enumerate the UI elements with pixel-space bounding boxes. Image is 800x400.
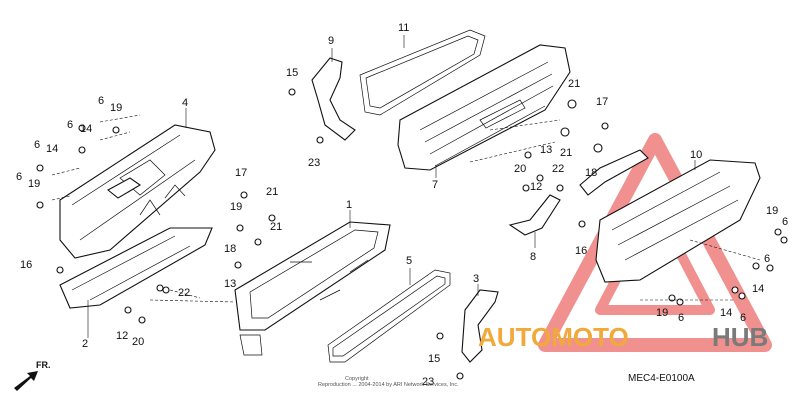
callout-labels: 4 6 19 6 14 6 14 6 19 16 22 12 20 2 17 2… xyxy=(16,22,788,388)
callout-16: 16 xyxy=(575,245,587,257)
callout-14: 14 xyxy=(46,143,58,155)
part-2-lower-cover-left xyxy=(59,227,213,309)
part-8-bracket xyxy=(508,149,649,236)
callout-23: 23 xyxy=(308,157,320,169)
leader-lines xyxy=(51,35,761,338)
callout-12: 12 xyxy=(530,181,542,193)
callout-19: 19 xyxy=(766,205,778,217)
watermark-auto-text: AUTOMOTO xyxy=(478,322,629,352)
callout-16: 16 xyxy=(20,259,32,271)
part-9-bracket xyxy=(311,57,356,141)
part-7-cylinder-head-cover-right xyxy=(397,44,571,171)
part-5-gasket xyxy=(327,269,451,363)
callout-19: 19 xyxy=(28,178,40,190)
callout-13: 13 xyxy=(540,144,552,156)
callout-6: 6 xyxy=(98,95,104,107)
callout-14: 14 xyxy=(752,283,764,295)
callout-17: 17 xyxy=(235,167,247,179)
callout-21: 21 xyxy=(266,186,278,198)
callout-18: 18 xyxy=(585,167,597,179)
callout-20: 20 xyxy=(514,163,526,175)
callout-23: 23 xyxy=(422,376,434,388)
callout-6: 6 xyxy=(34,139,40,151)
callout-9: 9 xyxy=(328,35,334,47)
callout-11: 11 xyxy=(398,22,409,34)
front-marker-label: FR. xyxy=(36,360,51,370)
callout-6: 6 xyxy=(740,312,746,324)
callout-17: 17 xyxy=(596,96,608,108)
callout-4: 4 xyxy=(182,97,188,109)
part-4-cylinder-head-cover-left xyxy=(59,124,216,259)
callout-6: 6 xyxy=(782,216,788,228)
callout-6: 6 xyxy=(678,312,684,324)
callout-19: 19 xyxy=(110,102,122,114)
callout-1: 1 xyxy=(346,199,352,211)
part-3-bracket xyxy=(461,289,499,363)
callout-6: 6 xyxy=(67,119,73,131)
callout-19: 19 xyxy=(656,307,668,319)
callout-6: 6 xyxy=(16,171,22,183)
callout-5: 5 xyxy=(406,255,412,267)
watermark-text: AUTOMOTO HUB xyxy=(478,322,768,352)
callout-21: 21 xyxy=(560,147,572,159)
callout-3: 3 xyxy=(473,273,479,285)
callout-13: 13 xyxy=(224,278,236,290)
callout-12: 12 xyxy=(116,330,128,342)
watermark-hub-text: HUB xyxy=(712,322,768,352)
callout-21: 21 xyxy=(270,221,282,233)
callout-19: 19 xyxy=(230,201,242,213)
front-direction-marker: FR. xyxy=(14,360,51,391)
part-11-gasket xyxy=(359,29,486,116)
callout-14: 14 xyxy=(80,123,92,135)
callout-10: 10 xyxy=(690,149,702,161)
hardware-bolts xyxy=(36,88,788,380)
part-10-lower-cover-right xyxy=(595,159,761,283)
callout-7: 7 xyxy=(432,179,438,191)
callout-6: 6 xyxy=(764,253,770,265)
diagram-code: MEC4-E0100A xyxy=(628,373,695,384)
callout-8: 8 xyxy=(530,251,536,263)
callout-20: 20 xyxy=(132,336,144,348)
callout-15: 15 xyxy=(428,353,440,365)
callout-22: 22 xyxy=(552,163,564,175)
callout-21: 21 xyxy=(568,78,580,90)
callout-18: 18 xyxy=(224,243,236,255)
callout-15: 15 xyxy=(286,67,298,79)
callout-22: 22 xyxy=(178,287,190,299)
callout-14: 14 xyxy=(720,307,732,319)
callout-2: 2 xyxy=(82,338,88,350)
